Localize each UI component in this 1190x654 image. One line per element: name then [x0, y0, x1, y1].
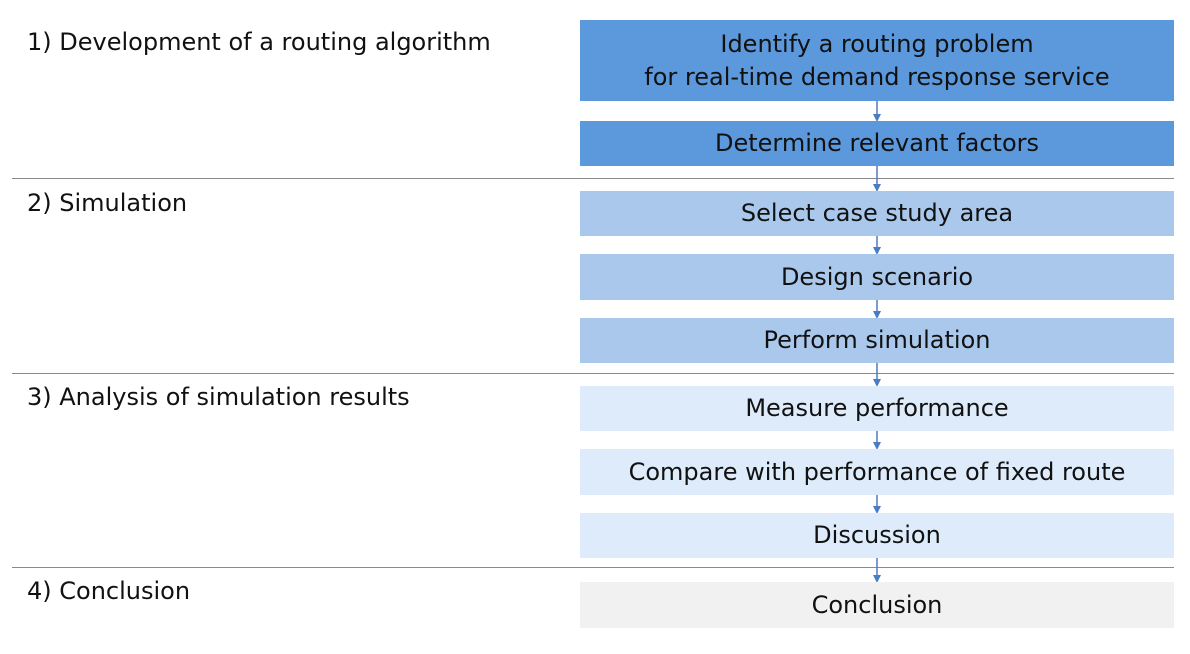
phase-label-analysis: 3) Analysis of simulation results — [27, 383, 410, 411]
phase-label-development: 1) Development of a routing algorithm — [27, 28, 491, 56]
step-conclusion-label: Conclusion — [811, 590, 943, 619]
step-compare-fixed-route-label: Compare with performance of fixed route — [628, 457, 1126, 486]
step-conclusion: Conclusion — [580, 582, 1174, 628]
step-identify-routing-problem: Identify a routing problem for real-time… — [580, 20, 1174, 101]
step-discussion-label: Discussion — [813, 521, 941, 549]
phase-divider — [12, 373, 1174, 374]
step-perform-simulation-label: Perform simulation — [763, 326, 991, 354]
step-measure-performance-label: Measure performance — [745, 394, 1009, 422]
phase-label-simulation: 2) Simulation — [27, 189, 188, 217]
step-design-scenario: Design scenario — [580, 254, 1174, 300]
step-measure-performance: Measure performance — [580, 386, 1174, 431]
step-determine-factors: Determine relevant factors — [580, 121, 1174, 166]
phase-divider — [12, 567, 1174, 568]
step-discussion: Discussion — [580, 513, 1174, 558]
step-identify-line-1: Identify a routing problem — [720, 29, 1034, 58]
phase-divider — [12, 178, 1174, 179]
step-perform-simulation: Perform simulation — [580, 318, 1174, 363]
step-determine-factors-label: Determine relevant factors — [714, 129, 1040, 157]
phase-label-conclusion: 4) Conclusion — [27, 577, 191, 605]
step-compare-fixed-route: Compare with performance of fixed route — [580, 449, 1174, 495]
step-identify-line-2: for real-time demand response service — [644, 62, 1110, 91]
step-select-area: Select case study area — [580, 191, 1174, 236]
step-select-area-label: Select case study area — [740, 199, 1014, 227]
step-design-scenario-label: Design scenario — [780, 262, 974, 291]
